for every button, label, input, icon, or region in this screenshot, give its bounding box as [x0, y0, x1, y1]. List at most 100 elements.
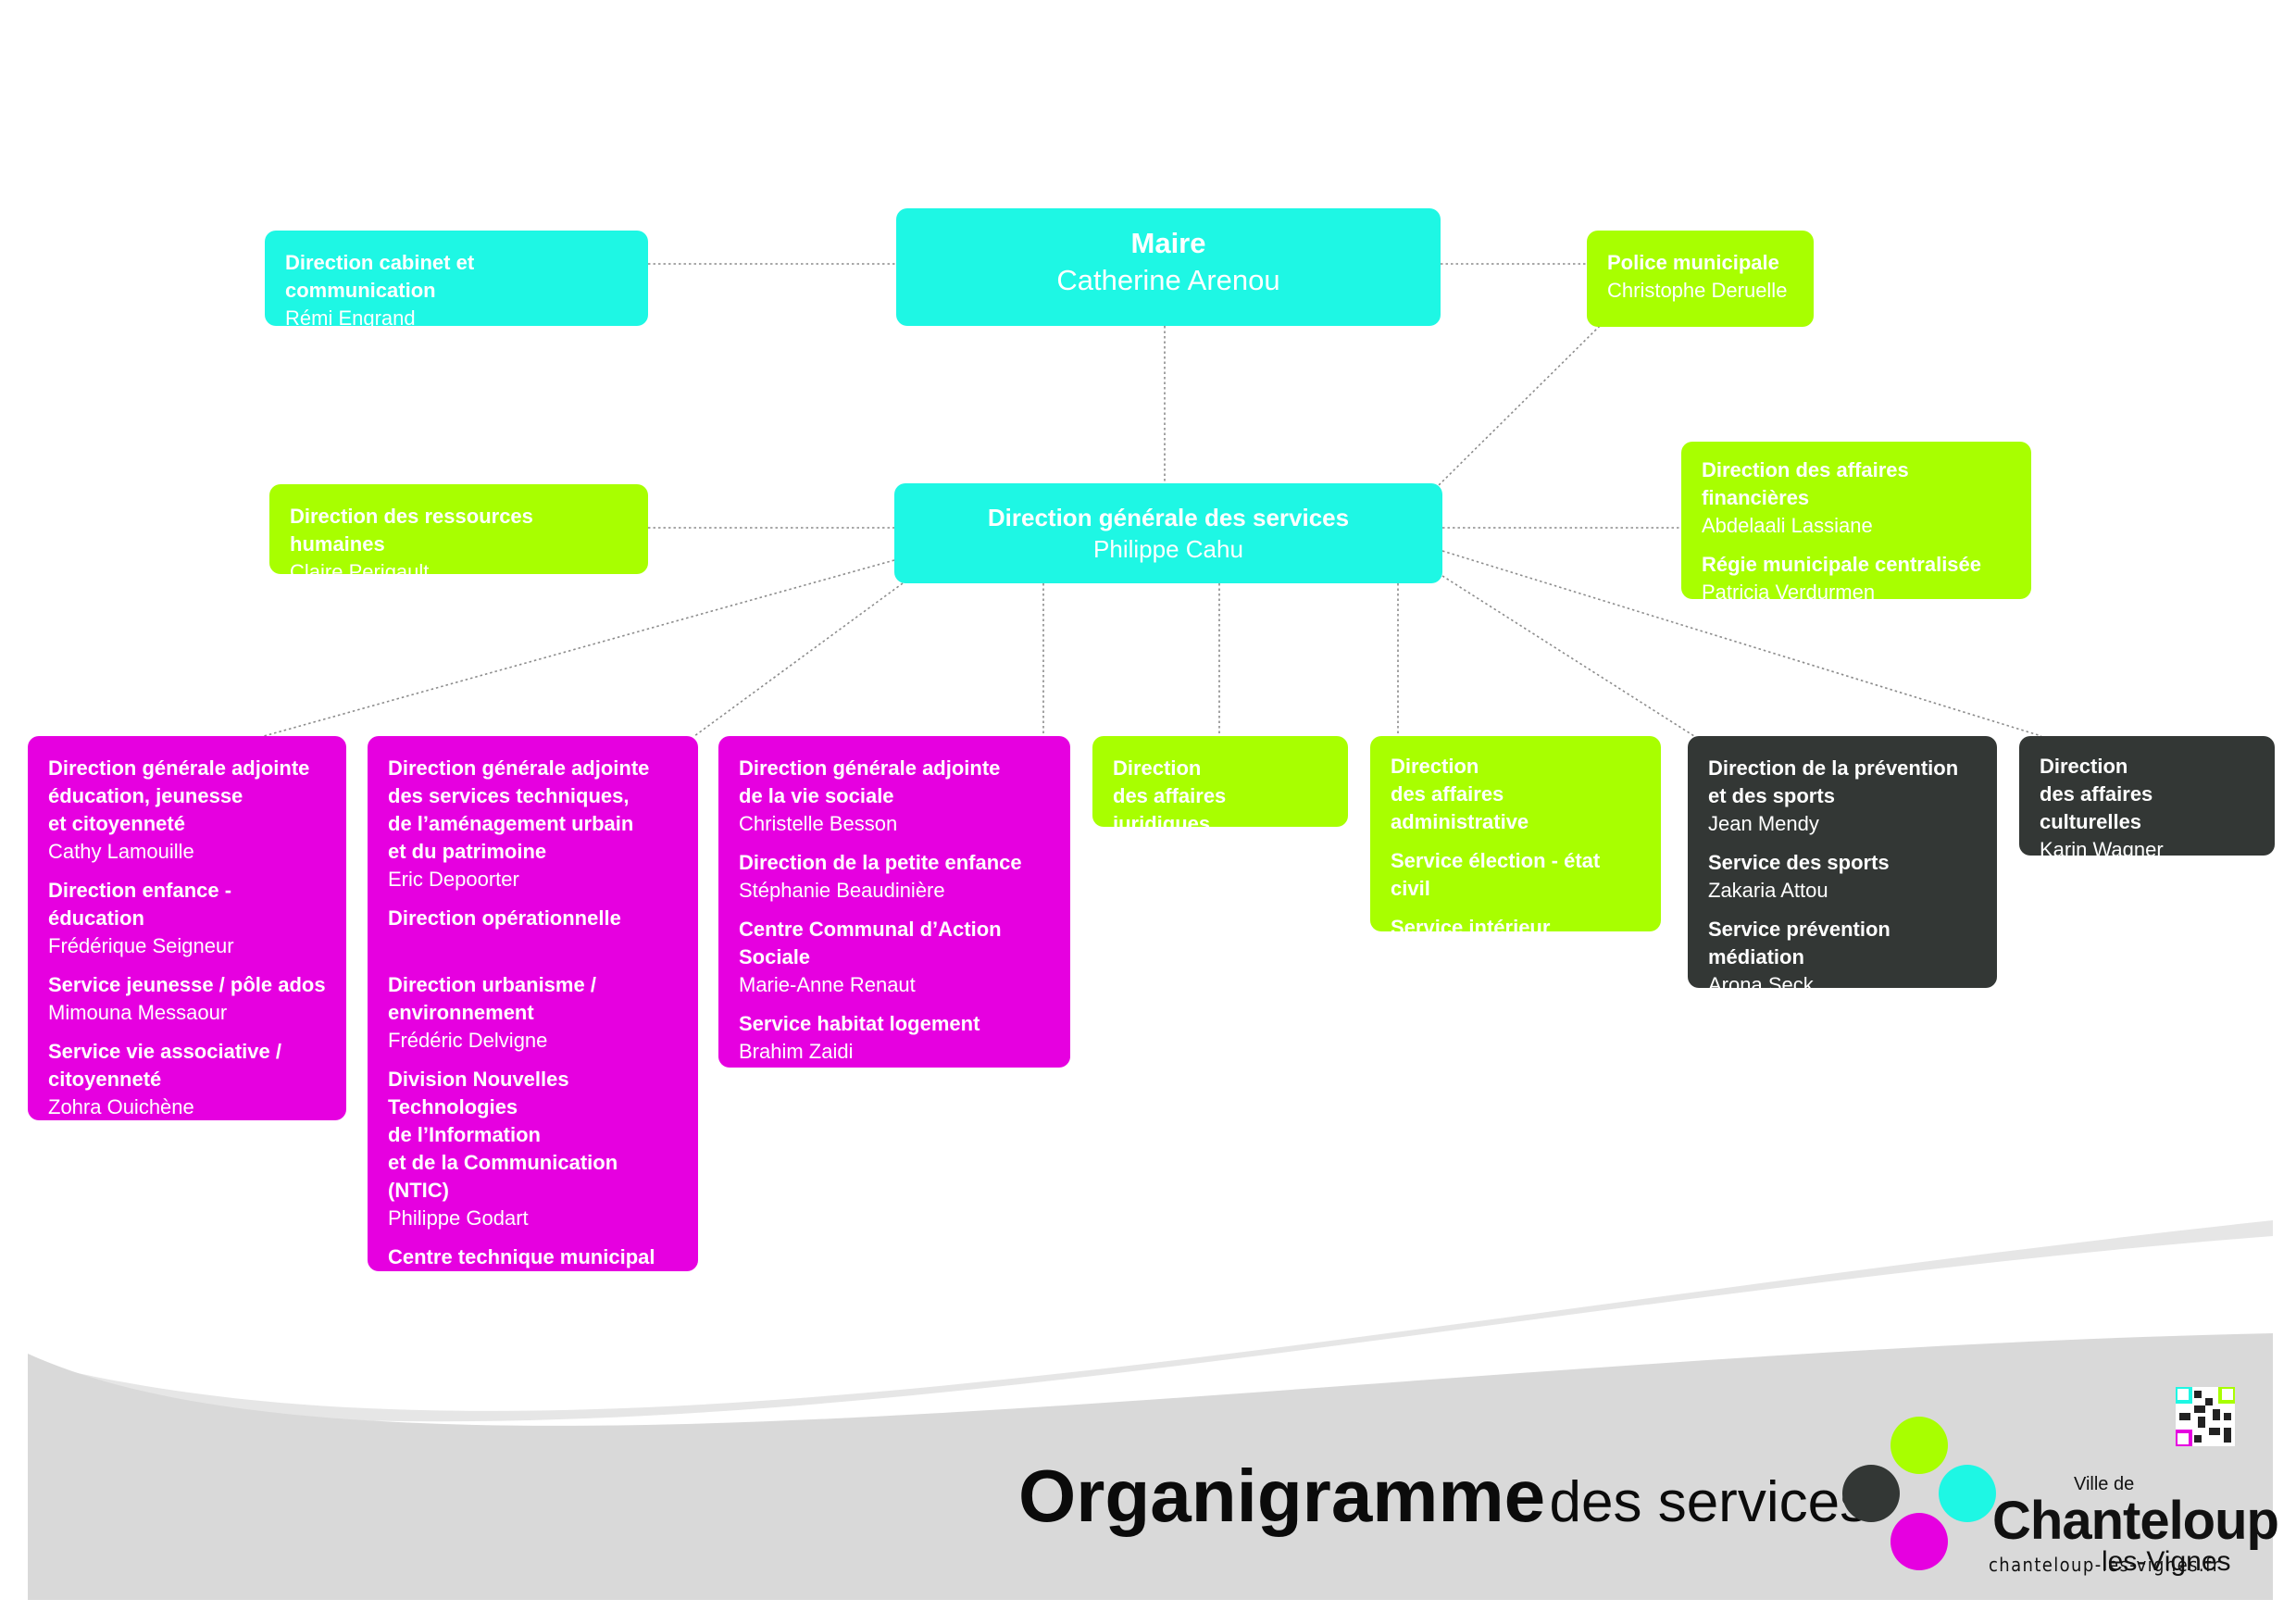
techniques-title-1: Direction opérationnelle — [388, 906, 621, 930]
techniques-name-3: Philippe Godart — [388, 1206, 529, 1230]
footer-title-bold: Organigramme — [1018, 1455, 1546, 1537]
box-juridiques: Direction des affaires juridiques — [1092, 736, 1348, 835]
finances-name: Abdelaali Lassiane — [1702, 514, 1873, 537]
sociale-name-1: Stéphanie Beaudinière — [739, 879, 945, 902]
administrative-title-0: Direction des affaires administrative — [1391, 755, 1529, 833]
sociale-entry-3: Service habitat logement Brahim Zaidi — [739, 1010, 1050, 1066]
box-sociale: Direction générale adjointe de la vie so… — [718, 736, 1070, 1068]
regie-title: Régie municipale centralisée — [1702, 553, 1982, 576]
education-name-1: Frédérique Seigneur — [48, 934, 234, 957]
techniques-title-2: Direction urbanisme / environnement — [388, 973, 596, 1024]
techniques-title-3: Division Nouvelles Technologies de l’Inf… — [388, 1068, 618, 1202]
dgs-name: Philippe Cahu — [1093, 535, 1243, 563]
cabinet-name: Rémi Engrand — [285, 306, 416, 330]
sociale-name-2: Marie-Anne Renaut — [739, 973, 916, 996]
techniques-entry-1: Direction opérationnelle — [388, 905, 678, 932]
magenta-circle-icon — [1890, 1513, 1948, 1570]
sociale-name-3: Brahim Zaidi — [739, 1040, 854, 1063]
administrative-entry-2: Service intérieur administration général… — [1391, 914, 1641, 969]
police-name: Christophe Deruelle — [1607, 279, 1788, 302]
finances-title: Direction des affaires financières — [1702, 458, 1909, 509]
connector-dgs-techniques — [693, 582, 904, 737]
education-title-1: Direction enfance - éducation — [48, 879, 232, 930]
techniques-name-4: Franck Le Bayon — [388, 1273, 543, 1296]
footer-wave-light — [28, 1220, 2273, 1422]
box-education: Direction générale adjointe éducation, j… — [28, 736, 346, 1120]
culturelles-name: Karin Wagner — [2040, 838, 2164, 861]
education-title-2: Service jeunesse / pôle ados — [48, 973, 326, 996]
police-title: Police municipale — [1607, 251, 1779, 274]
box-finances: Direction des affaires financières Abdel… — [1681, 442, 2031, 604]
rh-title: Direction des ressources humaines — [290, 505, 533, 556]
administrative-title-1: Service élection - état civil — [1391, 849, 1601, 900]
sociale-title-2: Centre Communal d’Action Sociale — [739, 918, 1002, 968]
dark-circle-icon — [1842, 1465, 1900, 1522]
sociale-title-0: Direction générale adjointe de la vie so… — [739, 756, 1001, 807]
logo-sub: les-Vignes — [2102, 1546, 2231, 1577]
juridiques-title: Direction des affaires juridiques — [1113, 756, 1227, 835]
cabinet-title: Direction cabinet et communication — [285, 251, 475, 302]
building-circle-icon — [1939, 1465, 1996, 1522]
culturelles-entry: Direction des affaires culturelles Karin… — [2040, 753, 2254, 864]
connector-dgs-education — [263, 559, 895, 737]
logo-url: chanteloup-les-vignes.fr — [1989, 1554, 2221, 1576]
prevention-title-2: Service prévention médiation — [1708, 918, 1890, 968]
logo-wordmark: Ville de Chanteloup les-Vignes — [1992, 1474, 2279, 1577]
prevention-name-1: Zakaria Attou — [1708, 879, 1828, 902]
education-entry-3: Service vie associative / citoyenneté Zo… — [48, 1038, 326, 1121]
logo-name: Chanteloup — [1992, 1491, 2279, 1551]
footer-title-light: des services — [1549, 1470, 1869, 1534]
prevention-entry-1: Service des sports Zakaria Attou — [1708, 849, 1977, 905]
education-title-3: Service vie associative / citoyenneté — [48, 1040, 281, 1091]
dgs-title: Direction générale des services — [987, 504, 1350, 531]
sociale-entry-1: Direction de la petite enfance Stéphanie… — [739, 849, 1050, 905]
prevention-title-1: Service des sports — [1708, 851, 1890, 874]
juridiques-entry: Direction des affaires juridiques — [1113, 755, 1328, 838]
techniques-title-0: Direction générale adjointe des services… — [388, 756, 650, 863]
box-techniques: Direction générale adjointe des services… — [368, 736, 698, 1296]
techniques-entry-3: Division Nouvelles Technologies de l’Inf… — [388, 1066, 678, 1232]
administrative-entry-1: Service élection - état civil — [1391, 847, 1641, 903]
techniques-name-0: Eric Depoorter — [388, 868, 519, 891]
box-prevention: Direction de la prévention et des sports… — [1688, 736, 1997, 996]
finances-entry: Direction des affaires financières Abdel… — [1702, 456, 2011, 540]
box-cabinet: Direction cabinet et communication Rémi … — [265, 231, 648, 330]
maire-name: Catherine Arenou — [1056, 264, 1280, 296]
sociale-entry-2: Centre Communal d’Action Sociale Marie-A… — [739, 916, 1050, 999]
techniques-entry-0: Direction générale adjointe des services… — [388, 755, 678, 893]
rh-name: Claire Perigault — [290, 560, 430, 583]
grapes-circle-icon — [1890, 1417, 1948, 1474]
box-maire: Maire Catherine Arenou — [896, 208, 1441, 326]
prevention-entry-0: Direction de la prévention et des sports… — [1708, 755, 1977, 838]
prevention-name-2: Arona Seck — [1708, 973, 1814, 996]
prevention-title-0: Direction de la prévention et des sports — [1708, 756, 1959, 807]
administrative-title-2: Service intérieur administration général… — [1391, 916, 1621, 967]
techniques-entry-4: Centre technique municipal Franck Le Bay… — [388, 1243, 678, 1299]
qr-code-icon — [2176, 1387, 2235, 1446]
box-rh: Direction des ressources humaines Claire… — [269, 484, 648, 583]
chanteloup-logo: Ville de Chanteloup les-Vignes chantelou… — [1842, 1417, 2279, 1583]
sociale-entry-0: Direction générale adjointe de la vie so… — [739, 755, 1050, 838]
administrative-entry-0: Direction des affaires administrative — [1391, 753, 1641, 836]
techniques-entry-2: Direction urbanisme / environnement Fréd… — [388, 971, 678, 1055]
connector-dgs-prevention — [1441, 575, 1695, 737]
logo-ville: Ville de — [2074, 1474, 2135, 1494]
education-name-3: Zohra Ouichène — [48, 1095, 194, 1118]
education-title-0: Direction générale adjointe éducation, j… — [48, 756, 310, 835]
footer-title: Organigramme des services — [1018, 1454, 1868, 1546]
box-dgs: Direction générale des services Philippe… — [894, 483, 1442, 583]
education-entry-0: Direction générale adjointe éducation, j… — [48, 755, 326, 866]
sociale-title-3: Service habitat logement — [739, 1012, 980, 1035]
maire-title: Maire — [1130, 227, 1206, 259]
sociale-name-0: Christelle Besson — [739, 812, 898, 835]
education-name-0: Cathy Lamouille — [48, 840, 194, 863]
sociale-title-1: Direction de la petite enfance — [739, 851, 1022, 874]
box-police: Police municipale Christophe Deruelle — [1587, 231, 1814, 327]
footer-wave-main — [28, 1333, 2273, 1600]
education-name-2: Mimouna Messaour — [48, 1001, 228, 1024]
techniques-name-2: Frédéric Delvigne — [388, 1029, 548, 1052]
techniques-title-4: Centre technique municipal — [388, 1245, 655, 1268]
education-entry-1: Direction enfance - éducation Frédérique… — [48, 877, 326, 960]
